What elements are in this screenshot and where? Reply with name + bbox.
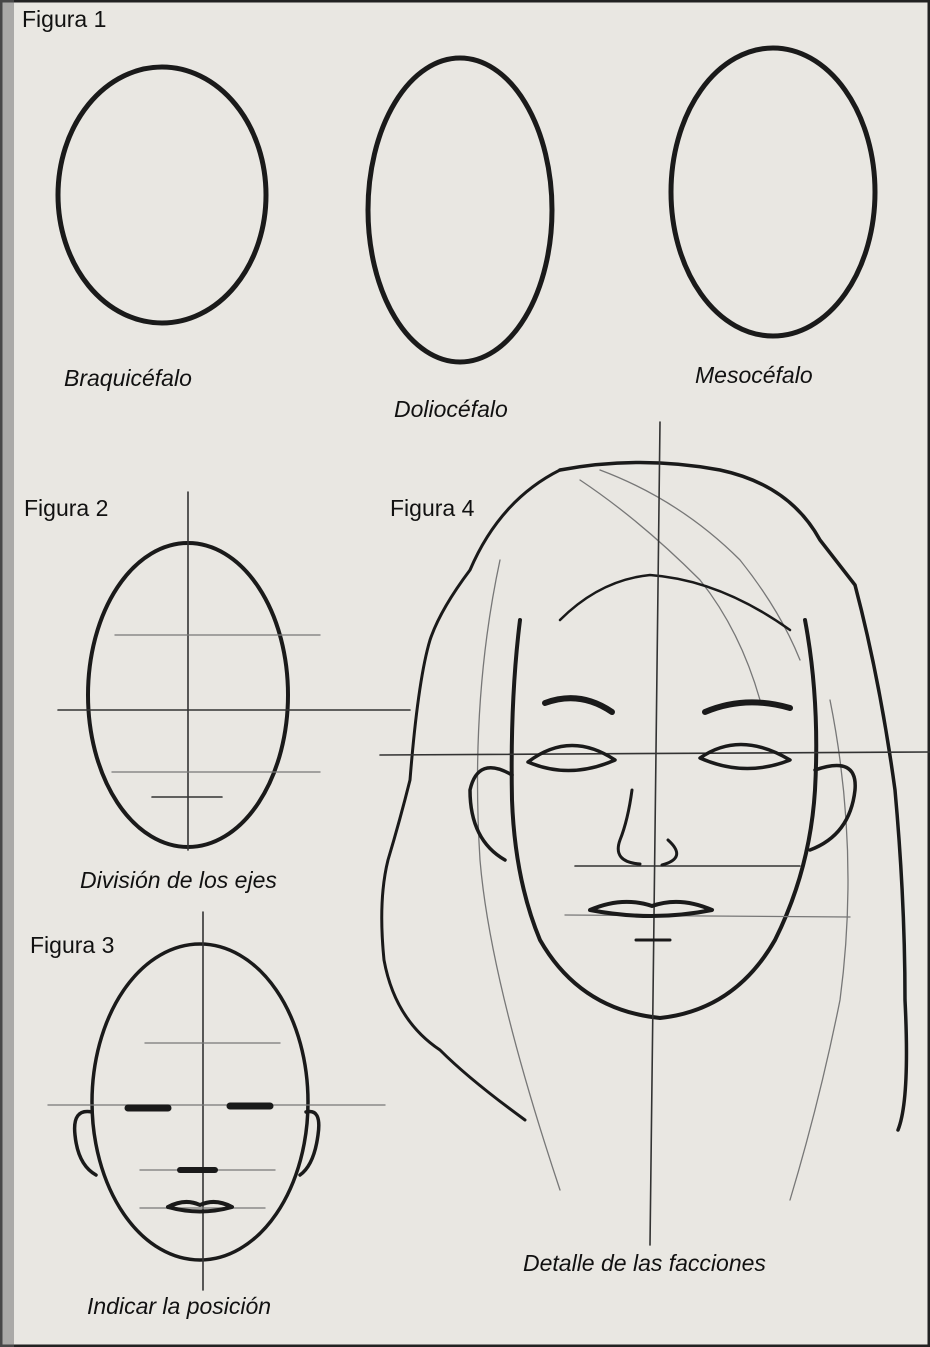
hair-strand (580, 480, 760, 700)
figura-3-label: Figura 3 (30, 932, 114, 959)
caption-doliocefalo: Doliocéfalo (394, 396, 508, 423)
figura-2-axes (58, 492, 410, 850)
oval-mesocefalo (671, 48, 875, 336)
left-ear (470, 768, 512, 860)
face-contour (512, 620, 817, 1018)
hair-strand (790, 700, 848, 1200)
figura-4-face (380, 422, 930, 1245)
nose (618, 790, 676, 865)
figura-3-features (48, 912, 385, 1290)
mouth-mark (168, 1202, 232, 1212)
figura-1-label: Figura 1 (22, 6, 106, 33)
oval-braquicefalo (58, 67, 266, 323)
caption-division: División de los ejes (80, 867, 277, 894)
mouth (590, 902, 712, 916)
hair-strand (600, 470, 800, 660)
right-eyebrow (705, 702, 790, 712)
oval-doliocefalo (368, 58, 552, 362)
caption-mesocefalo: Mesocéfalo (695, 362, 813, 389)
eye-axis (380, 752, 930, 755)
caption-detalle: Detalle de las facciones (523, 1250, 766, 1277)
figura-4-label: Figura 4 (390, 495, 474, 522)
figura-2-label: Figura 2 (24, 495, 108, 522)
left-eye (528, 745, 615, 770)
right-eye (700, 744, 790, 768)
mouth-axis (565, 915, 850, 917)
page-left-shadow (0, 0, 14, 1347)
vertical-axis (650, 422, 660, 1245)
figura-1-ovals (58, 48, 875, 362)
caption-indicar: Indicar la posición (87, 1293, 271, 1320)
left-eyebrow (545, 698, 612, 712)
hairline (560, 575, 790, 630)
caption-braquicefalo: Braquicéfalo (64, 365, 192, 392)
